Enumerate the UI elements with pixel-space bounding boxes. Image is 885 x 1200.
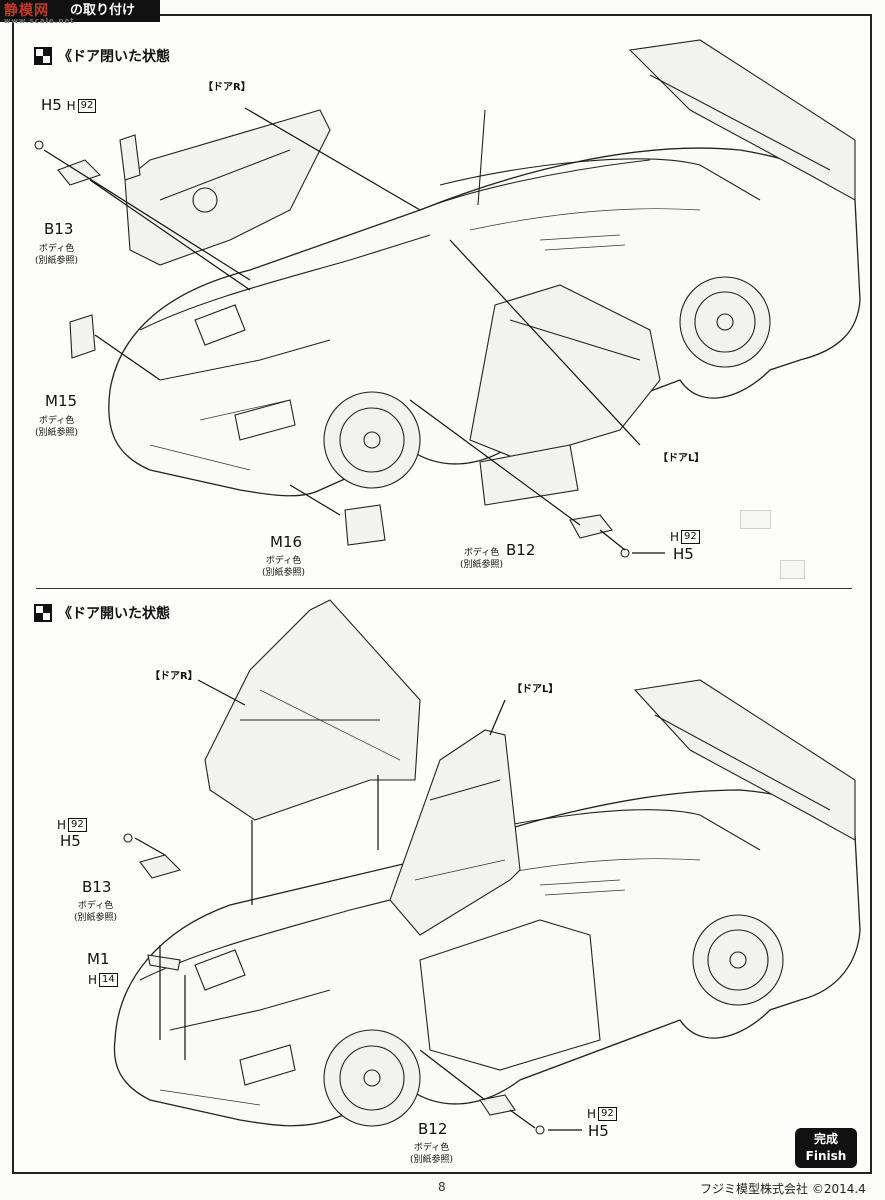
page-number: 8 — [438, 1180, 446, 1194]
watermark-text: 静模网 — [4, 3, 49, 19]
separate-sheet-note: (別紙参照) — [35, 428, 79, 438]
body-color-note: ボディ色 — [463, 548, 500, 558]
finish-en: Finish — [805, 1149, 847, 1163]
label-m16-note: ボディ色 (別紙参照) — [262, 555, 305, 579]
top-door-l-part — [469, 284, 661, 506]
body-color-note: ボディ色 — [38, 416, 75, 426]
top-car-body — [108, 39, 861, 497]
label-door-l: 【ドアL】 — [512, 684, 559, 695]
watermark-subtext: www.scale.net — [4, 17, 75, 25]
runner-code: H — [88, 973, 98, 987]
body-color-note: ボディ色 — [265, 556, 302, 566]
label-b12: B12 — [506, 541, 536, 559]
runner-code: H — [670, 530, 680, 544]
label-b13-note: ボディ色 (別紙参照) — [35, 243, 78, 267]
runner-number: 92 — [598, 1106, 617, 1121]
bleed-through-block — [780, 560, 805, 579]
section-title-text: 《ドア閉いた状態 — [58, 49, 170, 65]
runner-number: 92 — [681, 529, 700, 544]
body-color-note: ボディ色 — [38, 244, 75, 254]
bottom-assembly-arrows — [134, 679, 582, 1131]
section-title-doors-open: 《ドア開いた状態 — [34, 603, 170, 623]
section-title-doors-closed: 《ドア閉いた状態 — [34, 46, 170, 66]
label-m16: M16 — [270, 533, 303, 551]
watermark-logo: 静模网 www.scale.net — [4, 0, 75, 25]
label-b12: B12 — [418, 1120, 448, 1138]
finish-jp: 完成 — [813, 1132, 838, 1146]
label-h5: H5 — [588, 1122, 609, 1140]
label-b12-note: ボディ色 (別紙参照) — [460, 547, 503, 571]
runner-number: 92 — [77, 98, 97, 113]
copyright: フジミ模型株式会社 ©2014.4 — [700, 1182, 866, 1196]
finish-badge: 完成 Finish — [795, 1128, 857, 1168]
label-h5: H5 — [60, 832, 81, 850]
bleed-through-block — [740, 510, 772, 529]
label-m1: M1 — [87, 950, 110, 968]
separate-sheet-note: (別紙参照) — [460, 560, 504, 570]
top-door-r-part — [119, 109, 331, 266]
runner-code: H — [587, 1107, 597, 1121]
runner-number: 92 — [68, 817, 87, 832]
label-b13: B13 — [44, 220, 74, 238]
section-step-icon — [34, 47, 52, 65]
separate-sheet-note: (別紙参照) — [262, 568, 306, 578]
separate-sheet-note: (別紙参照) — [35, 256, 79, 266]
runner-number: 14 — [99, 972, 118, 987]
label-door-r: 【ドアR】 — [203, 82, 251, 93]
runner-code: H — [57, 818, 67, 832]
part-code: H5 — [41, 96, 62, 114]
bottom-door-r-part — [204, 599, 421, 821]
label-b12-note: ボディ色 (別紙参照) — [410, 1142, 453, 1166]
section-divider — [36, 588, 852, 589]
body-color-note: ボディ色 — [77, 901, 114, 911]
separate-sheet-note: (別紙参照) — [410, 1155, 454, 1165]
separate-sheet-note: (別紙参照) — [74, 913, 118, 923]
section-step-icon — [34, 604, 52, 622]
label-h5: H5 — [673, 545, 694, 563]
bottom-small-parts — [123, 833, 545, 1135]
step-tab: の取り付け — [0, 0, 160, 22]
top-small-parts — [34, 140, 630, 558]
runner-code: H — [66, 99, 76, 113]
bottom-door-l-part — [389, 729, 521, 936]
bottom-car-body — [113, 679, 861, 1127]
label-door-l: 【ドアL】 — [658, 453, 705, 464]
top-assembly-arrows — [43, 107, 665, 554]
section-title-text: 《ドア開いた状態 — [58, 606, 170, 622]
body-color-note: ボディ色 — [413, 1143, 450, 1153]
step-tab-title: の取り付け — [70, 3, 136, 18]
label-m15-note: ボディ色 (別紙参照) — [35, 415, 78, 439]
label-b13-note: ボディ色 (別紙参照) — [74, 900, 117, 924]
label-m15: M15 — [45, 392, 78, 410]
label-b13: B13 — [82, 878, 112, 896]
label-door-r: 【ドアR】 — [150, 671, 198, 682]
